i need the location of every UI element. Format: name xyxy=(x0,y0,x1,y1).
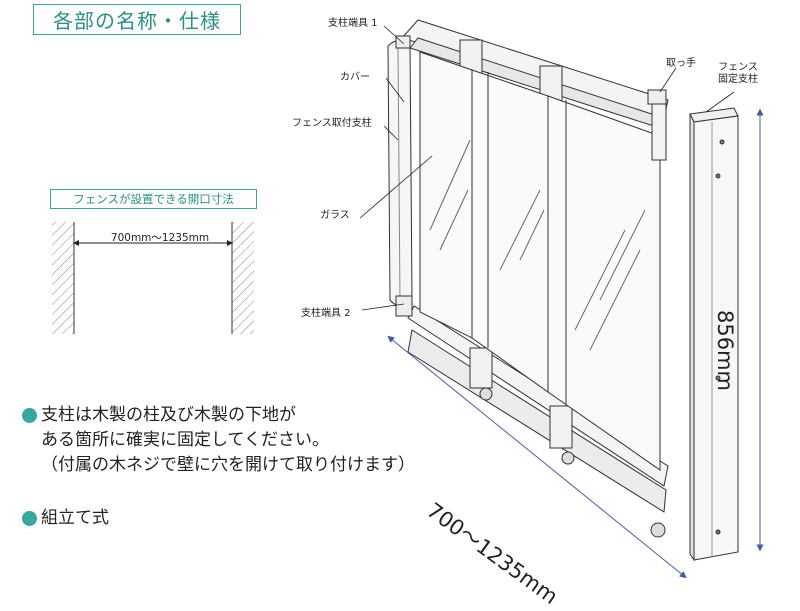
label-post-end-2: 支柱端具 2 xyxy=(301,308,351,319)
fixed-fence-post xyxy=(689,107,739,562)
page-title: 各部の名称・仕様 xyxy=(33,4,241,35)
opening-walls xyxy=(52,222,254,334)
note-2: 組立て式 xyxy=(22,506,415,531)
label-post-end-1: 支柱端具 1 xyxy=(328,18,378,29)
notes: 支柱は木製の柱及び木製の下地が ある箇所に確実に固定してください。 （付属の木ネ… xyxy=(22,403,415,531)
note-1-line-2-row: ある箇所に確実に固定してください。 xyxy=(22,428,415,453)
note-2-text: 組立て式 xyxy=(41,508,109,528)
label-fence-post: フェンス取付支柱 xyxy=(292,118,372,129)
label-handle: 取っ手 xyxy=(666,58,696,69)
label-fixed-post-line2: 固定支柱 xyxy=(718,74,758,85)
bullet-icon xyxy=(22,511,37,526)
dimension-lines xyxy=(387,108,764,579)
fence-panels xyxy=(401,19,669,538)
fence-diagram xyxy=(52,19,764,579)
fence-mount-post xyxy=(387,35,413,317)
label-fixed-post: フェンス 固定支柱 xyxy=(718,62,758,86)
note-1-line-2: ある箇所に確実に固定してください。 xyxy=(41,430,329,450)
note-1-line-3: （付属の木ネジで壁に穴を開けて取り付けます） xyxy=(41,455,415,475)
opening-size-label: フェンスが設置できる開口寸法 xyxy=(50,189,257,209)
bullet-icon xyxy=(22,408,37,423)
label-fixed-post-line1: フェンス xyxy=(718,62,758,73)
label-cover: カバー xyxy=(340,72,370,83)
leader-lines xyxy=(359,25,735,311)
note-1-line-3-row: （付属の木ネジで壁に穴を開けて取り付けます） xyxy=(22,453,415,478)
label-glass: ガラス xyxy=(320,210,350,221)
height-dimension: 856mm xyxy=(713,310,737,391)
note-1-line-1: 支柱は木製の柱及び木製の下地が xyxy=(41,405,296,425)
note-1: 支柱は木製の柱及び木製の下地が xyxy=(22,403,415,428)
